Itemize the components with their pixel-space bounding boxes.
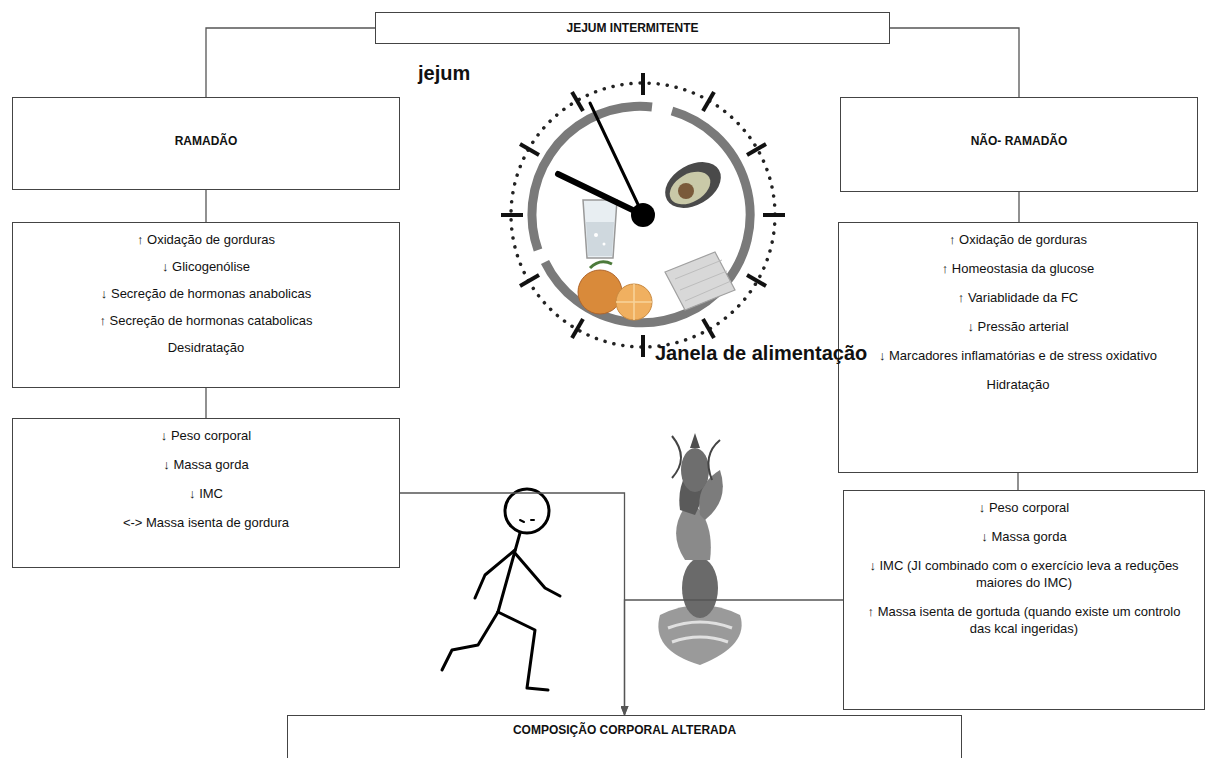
effect-item: Hidratação <box>979 376 1058 393</box>
connector <box>205 388 206 418</box>
branch-box: RAMADÃO <box>12 97 400 190</box>
clock <box>501 73 785 357</box>
effect-item: ↓ Massa gorda <box>155 456 256 473</box>
orange <box>578 262 652 320</box>
effect-item: ↓ Pressão arterial <box>959 318 1076 335</box>
water-glass <box>583 200 617 258</box>
effect-item: ↑ Variablidade da FC <box>950 289 1086 306</box>
effect-item: ↑ Secreção de hormonas catabolicas <box>91 312 320 329</box>
branch-box: NÃO- RAMADÃO <box>840 97 1198 192</box>
eating-window-label: Janela de alimentação <box>655 342 867 365</box>
effect-item: ↑ Oxidação de gorduras <box>941 231 1095 248</box>
effect-item: Desidratação <box>160 339 253 356</box>
connector <box>890 28 1019 97</box>
running-stick-figure <box>442 489 560 690</box>
fasting-label: jejum <box>418 62 470 85</box>
box-heading: NÃO- RAMADÃO <box>971 134 1068 148</box>
effect-item: <-> Massa isenta de gordura <box>115 514 297 531</box>
connector <box>206 28 375 97</box>
effect-item: ↓ Peso corporal <box>153 427 259 444</box>
root-box: JEJUM INTERMITENTE <box>375 12 890 44</box>
results-box: ↓ Peso corporal ↓ Massa gorda ↓ IMC <-> Mas… <box>12 418 400 568</box>
effect-item: ↓ Secreção de hormonas anabolicas <box>93 285 319 302</box>
fish-fillet <box>665 252 735 310</box>
effect-item: ↑ Oxidação de gorduras <box>129 231 283 248</box>
effect-item: ↓ IMC <box>181 485 231 502</box>
connector <box>205 190 206 222</box>
food-and-tape-illustration <box>658 433 741 665</box>
results-box: ↓ Peso corporal ↓ Massa gorda ↓ IMC (JI co… <box>843 490 1205 710</box>
effect-item: ↓ Massa gorda <box>973 528 1074 545</box>
effects-box: ↑ Oxidação de gorduras ↑ Homeostasia da g… <box>838 222 1198 473</box>
outcome-box: COMPOSIÇÃO CORPORAL ALTERADA <box>287 715 962 758</box>
effect-item: ↓ Peso corporal <box>971 499 1077 516</box>
box-heading: COMPOSIÇÃO CORPORAL ALTERADA <box>513 723 736 737</box>
effect-item: ↓ IMC (JI combinado com o exercício leva… <box>850 557 1198 591</box>
effect-item: ↓ Marcadores inflamatórias e de stress o… <box>871 347 1165 364</box>
avocado <box>657 153 729 218</box>
effects-box: ↑ Oxidação de gorduras ↓ Glicogenólise ↓ S… <box>12 222 400 388</box>
effect-item: ↑ Massa isenta de gortuda (quando existe… <box>850 603 1198 637</box>
connector <box>625 600 844 715</box>
effect-item: ↑ Homeostasia da glucose <box>934 260 1102 277</box>
connector <box>400 493 625 715</box>
box-heading: JEJUM INTERMITENTE <box>566 21 698 35</box>
box-heading: RAMADÃO <box>175 134 238 148</box>
effect-item: ↓ Glicogenólise <box>154 258 258 275</box>
connector <box>1017 473 1018 490</box>
connector <box>1018 192 1019 222</box>
